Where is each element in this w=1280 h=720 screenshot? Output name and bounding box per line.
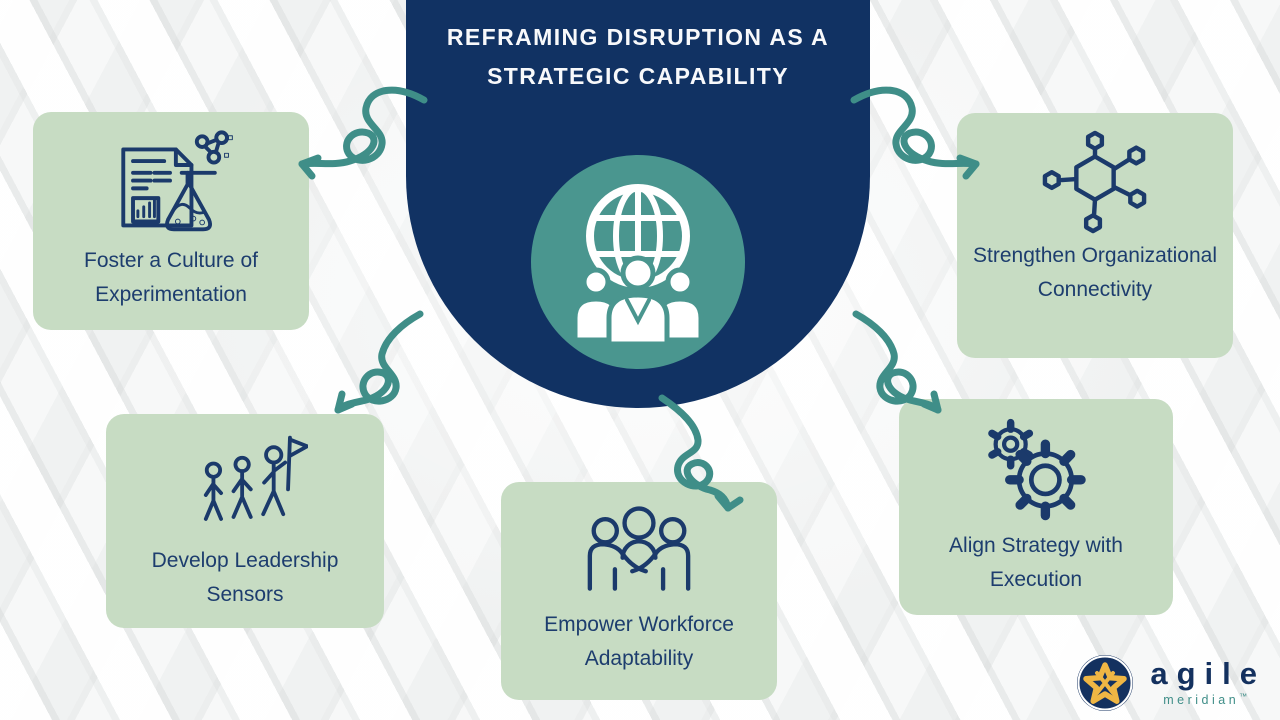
- logo: agile meridian™: [1076, 654, 1266, 712]
- curly-arrow-top-right: [850, 86, 980, 180]
- curly-arrow-mid-left: [334, 310, 424, 414]
- card-label: Empower Workforce Adaptability: [544, 613, 734, 670]
- card-strengthen-connectivity: Strengthen Organizational Connectivity: [957, 113, 1233, 358]
- gears-icon: [988, 418, 1086, 521]
- experiment-report-icon: [121, 130, 233, 232]
- brand-subname-text: meridian: [1163, 693, 1240, 708]
- logo-text: agile meridian™: [1144, 658, 1266, 707]
- card-workforce-adaptability: Empower Workforce Adaptability: [501, 482, 777, 700]
- curly-arrow-bottom-center: [658, 394, 744, 512]
- curly-arrow-mid-right: [852, 310, 942, 414]
- brand-name: agile: [1150, 656, 1266, 692]
- card-foster-experimentation: Foster a Culture of Experimentation: [33, 112, 309, 330]
- trademark-symbol: ™: [1239, 692, 1248, 702]
- main-title: REFRAMING DISRUPTION AS A STRATEGIC CAPA…: [446, 24, 830, 90]
- card-label: Align Strategy with Execution: [949, 534, 1123, 591]
- team-people-icon: [587, 506, 691, 591]
- card-label: Foster a Culture of Experimentation: [84, 249, 258, 306]
- network-nodes-icon: [1042, 130, 1147, 234]
- globe-team-icon: [572, 184, 704, 347]
- card-label: Develop Leadership Sensors: [151, 549, 339, 606]
- curly-arrow-top-left: [298, 86, 428, 180]
- card-leadership-sensors: Develop Leadership Sensors: [106, 414, 384, 628]
- leaders-flag-icon: [203, 435, 308, 521]
- card-align-strategy: Align Strategy with Execution: [899, 399, 1173, 615]
- brand-subname: meridian™: [1163, 692, 1247, 707]
- title-banner: REFRAMING DISRUPTION AS A STRATEGIC CAPA…: [406, 0, 870, 408]
- card-label: Strengthen Organizational Connectivity: [973, 244, 1217, 301]
- center-emblem: [531, 155, 745, 369]
- logo-mark: [1077, 655, 1134, 711]
